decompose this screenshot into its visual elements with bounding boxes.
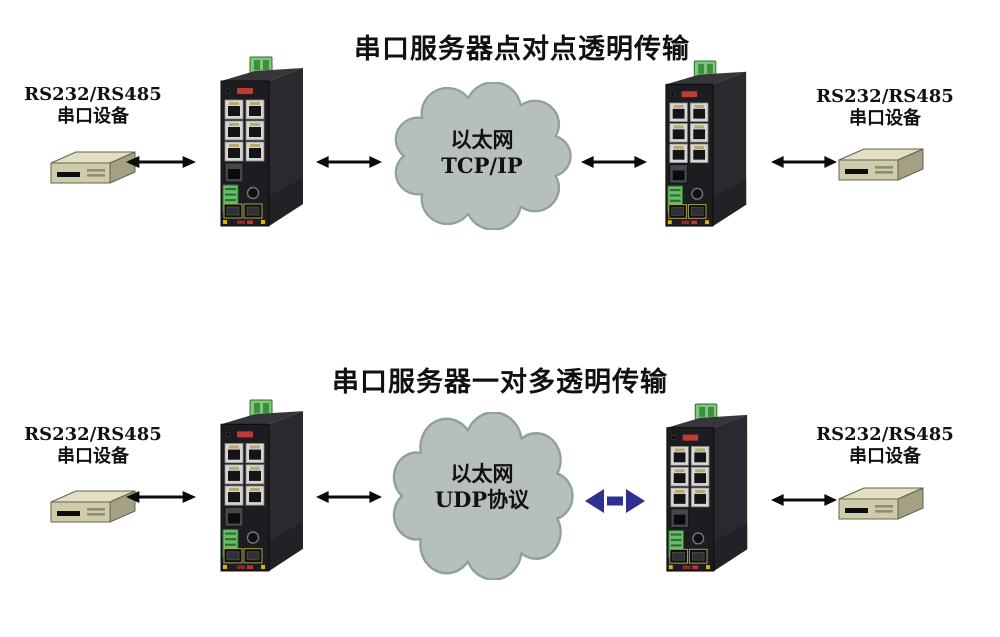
bidirectional-arrow-icon xyxy=(316,155,382,169)
bidirectional-arrow-icon xyxy=(126,155,196,169)
device-label-line: RS232/RS485 xyxy=(816,86,954,107)
cloud-label-line: TCP/IP xyxy=(441,153,523,178)
industrial-serial-server-icon xyxy=(660,60,754,230)
cloud-label: 以太网 UDP协议 xyxy=(392,461,572,513)
bidirectional-arrow-icon xyxy=(581,155,647,169)
cloud-label-line: 以太网 xyxy=(450,127,514,152)
device-label-line: 串口设备 xyxy=(849,446,921,467)
bidirectional-arrow-icon xyxy=(771,493,837,507)
right-device-label: RS232/RS485 串口设备 xyxy=(812,424,958,468)
cloud-label: 以太网 TCP/IP xyxy=(392,127,572,179)
diagram-title: 串口服务器点对点透明传输 xyxy=(354,34,690,65)
bidirectional-arrow-blue-icon xyxy=(584,487,646,515)
bidirectional-arrow-icon xyxy=(771,155,837,169)
cloud-label-line: UDP协议 xyxy=(434,487,530,512)
device-label-line: 串口设备 xyxy=(57,446,129,467)
industrial-serial-server-icon xyxy=(661,403,755,575)
device-label-line: RS232/RS485 xyxy=(24,84,162,105)
left-device-label: RS232/RS485 串口设备 xyxy=(20,424,166,468)
device-label-line: 串口设备 xyxy=(849,108,921,129)
device-label-line: 串口设备 xyxy=(57,106,129,127)
industrial-serial-server-icon xyxy=(215,56,311,230)
serial-device-box-icon xyxy=(49,149,137,185)
diagram-title: 串口服务器一对多透明传输 xyxy=(332,367,668,398)
bidirectional-arrow-icon xyxy=(316,490,382,504)
serial-device-box-icon xyxy=(49,488,137,524)
industrial-serial-server-icon xyxy=(215,399,311,575)
device-label-line: RS232/RS485 xyxy=(816,424,954,445)
serial-device-box-icon xyxy=(837,485,925,521)
serial-device-box-icon xyxy=(837,146,925,182)
cloud-label-line: 以太网 xyxy=(450,461,514,486)
device-label-line: RS232/RS485 xyxy=(24,424,162,445)
left-device-label: RS232/RS485 串口设备 xyxy=(20,84,166,128)
bidirectional-arrow-icon xyxy=(126,490,196,504)
right-device-label: RS232/RS485 串口设备 xyxy=(812,86,958,130)
